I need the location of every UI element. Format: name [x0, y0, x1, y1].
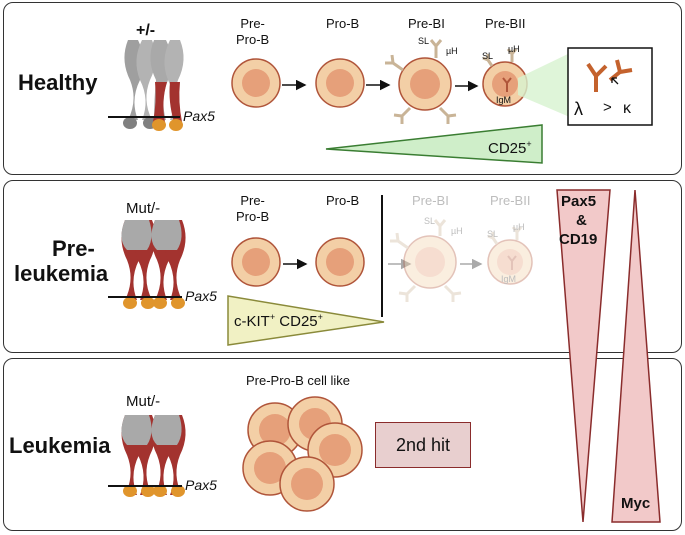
- healthy-igm-label: IgM: [496, 95, 512, 105]
- preleukemia-prebi-sl-label: SL: [424, 216, 436, 226]
- ratio-kappa: κ: [623, 100, 631, 117]
- healthy-stage-prepro-b: Pre- Pro-B: [236, 16, 270, 48]
- healthy-stage-pro-b: Pro-B: [326, 16, 360, 31]
- leukemia-chromosome-2: [151, 415, 186, 497]
- ckit-cd25-gradient-triangle: [227, 295, 385, 346]
- healthy-pre-bii-cell: [482, 48, 528, 107]
- zoom-box: [567, 47, 653, 126]
- cd25-label-text: CD25: [488, 140, 527, 157]
- leukemia-cell-cluster: [242, 396, 363, 512]
- healthy-stage-pre-bii: Pre-BII: [485, 16, 526, 31]
- healthy-prebi-muh-label: µH: [446, 46, 458, 56]
- leukemia-pax5-label: Pax5: [185, 477, 217, 493]
- leukemia-title: Leukemia: [9, 433, 111, 458]
- myc-label: Myc: [621, 495, 651, 512]
- preleukemia-genotype: Mut/-: [126, 200, 161, 217]
- cd25-label-text-2: CD25: [279, 313, 318, 330]
- ampersand-label: &: [576, 212, 587, 229]
- healthy-stage-pre-bi: Pre-BI: [408, 16, 445, 31]
- healthy-chromosome-mixed: [150, 40, 184, 131]
- cd25-label-sup-2: +: [317, 312, 323, 322]
- preleukemia-stage-pre-bi: Pre-BI: [412, 193, 449, 208]
- preleukemia-igm-label: IgM: [501, 274, 517, 284]
- preleukemia-chromosome-1: [121, 220, 156, 309]
- healthy-genotype: +/-: [136, 22, 156, 39]
- cd25-label: CD25+: [488, 139, 532, 157]
- healthy-title: Healthy: [18, 70, 98, 95]
- leukemia-chromosome-1: [121, 415, 156, 497]
- pax5-label: Pax5: [561, 193, 597, 210]
- myc-gradient-triangle: [611, 189, 661, 523]
- kappa-arrow: [611, 77, 619, 85]
- second-hit-box: 2nd hit: [375, 422, 471, 468]
- preleukemia-prebii-muh-label: µH: [513, 222, 525, 232]
- zoom-wedge: [518, 52, 572, 118]
- ckit-label-text: c-KIT: [234, 313, 270, 330]
- healthy-pre-bi-cell: [385, 39, 457, 124]
- cd25-label-sup: +: [526, 139, 532, 149]
- pax5-cd19-gradient-triangle: [556, 189, 611, 523]
- healthy-prepro-b-cell: [231, 58, 281, 108]
- preleukemia-title-line1: Pre-: [52, 236, 95, 261]
- leukemia-genotype: Mut/-: [126, 393, 161, 410]
- healthy-pax5-label: Pax5: [183, 108, 215, 124]
- preleukemia-pro-b-cell: [315, 237, 365, 287]
- preleukemia-pre-bi-cell: [390, 219, 462, 302]
- preleukemia-stage-prepro-b: Pre- Pro-B: [236, 193, 270, 225]
- preleukemia-prebii-sl-label: SL: [487, 229, 499, 239]
- ckit-label-sup: +: [269, 312, 276, 322]
- healthy-prebii-muh-label: µH: [508, 44, 520, 54]
- cd25-gradient-triangle: [325, 124, 543, 164]
- ratio-gt: >: [603, 99, 612, 116]
- preleukemia-prebi-muh-label: µH: [451, 226, 463, 236]
- preleukemia-stage-pre-bii: Pre-BII: [490, 193, 531, 208]
- cd19-label: CD19: [559, 231, 598, 248]
- preleukemia-prepro-b-cell: [231, 237, 281, 287]
- healthy-prebii-sl-label: SL: [482, 51, 494, 61]
- preleukemia-pre-bii-cell: [487, 226, 533, 285]
- ratio-lambda: λ: [574, 99, 583, 119]
- healthy-pro-b-cell: [315, 58, 365, 108]
- preleukemia-stage-pro-b: Pro-B: [326, 193, 360, 208]
- preleukemia-chromosome-2: [151, 220, 186, 309]
- ckit-cd25-label: c-KIT+ CD25+: [234, 312, 323, 330]
- leukemia-cell-label: Pre-Pro-B cell like: [246, 373, 351, 388]
- preleukemia-pax5-label: Pax5: [185, 288, 217, 304]
- healthy-prebi-sl-label: SL: [418, 36, 430, 46]
- preleukemia-title-line2: leukemia: [14, 261, 109, 286]
